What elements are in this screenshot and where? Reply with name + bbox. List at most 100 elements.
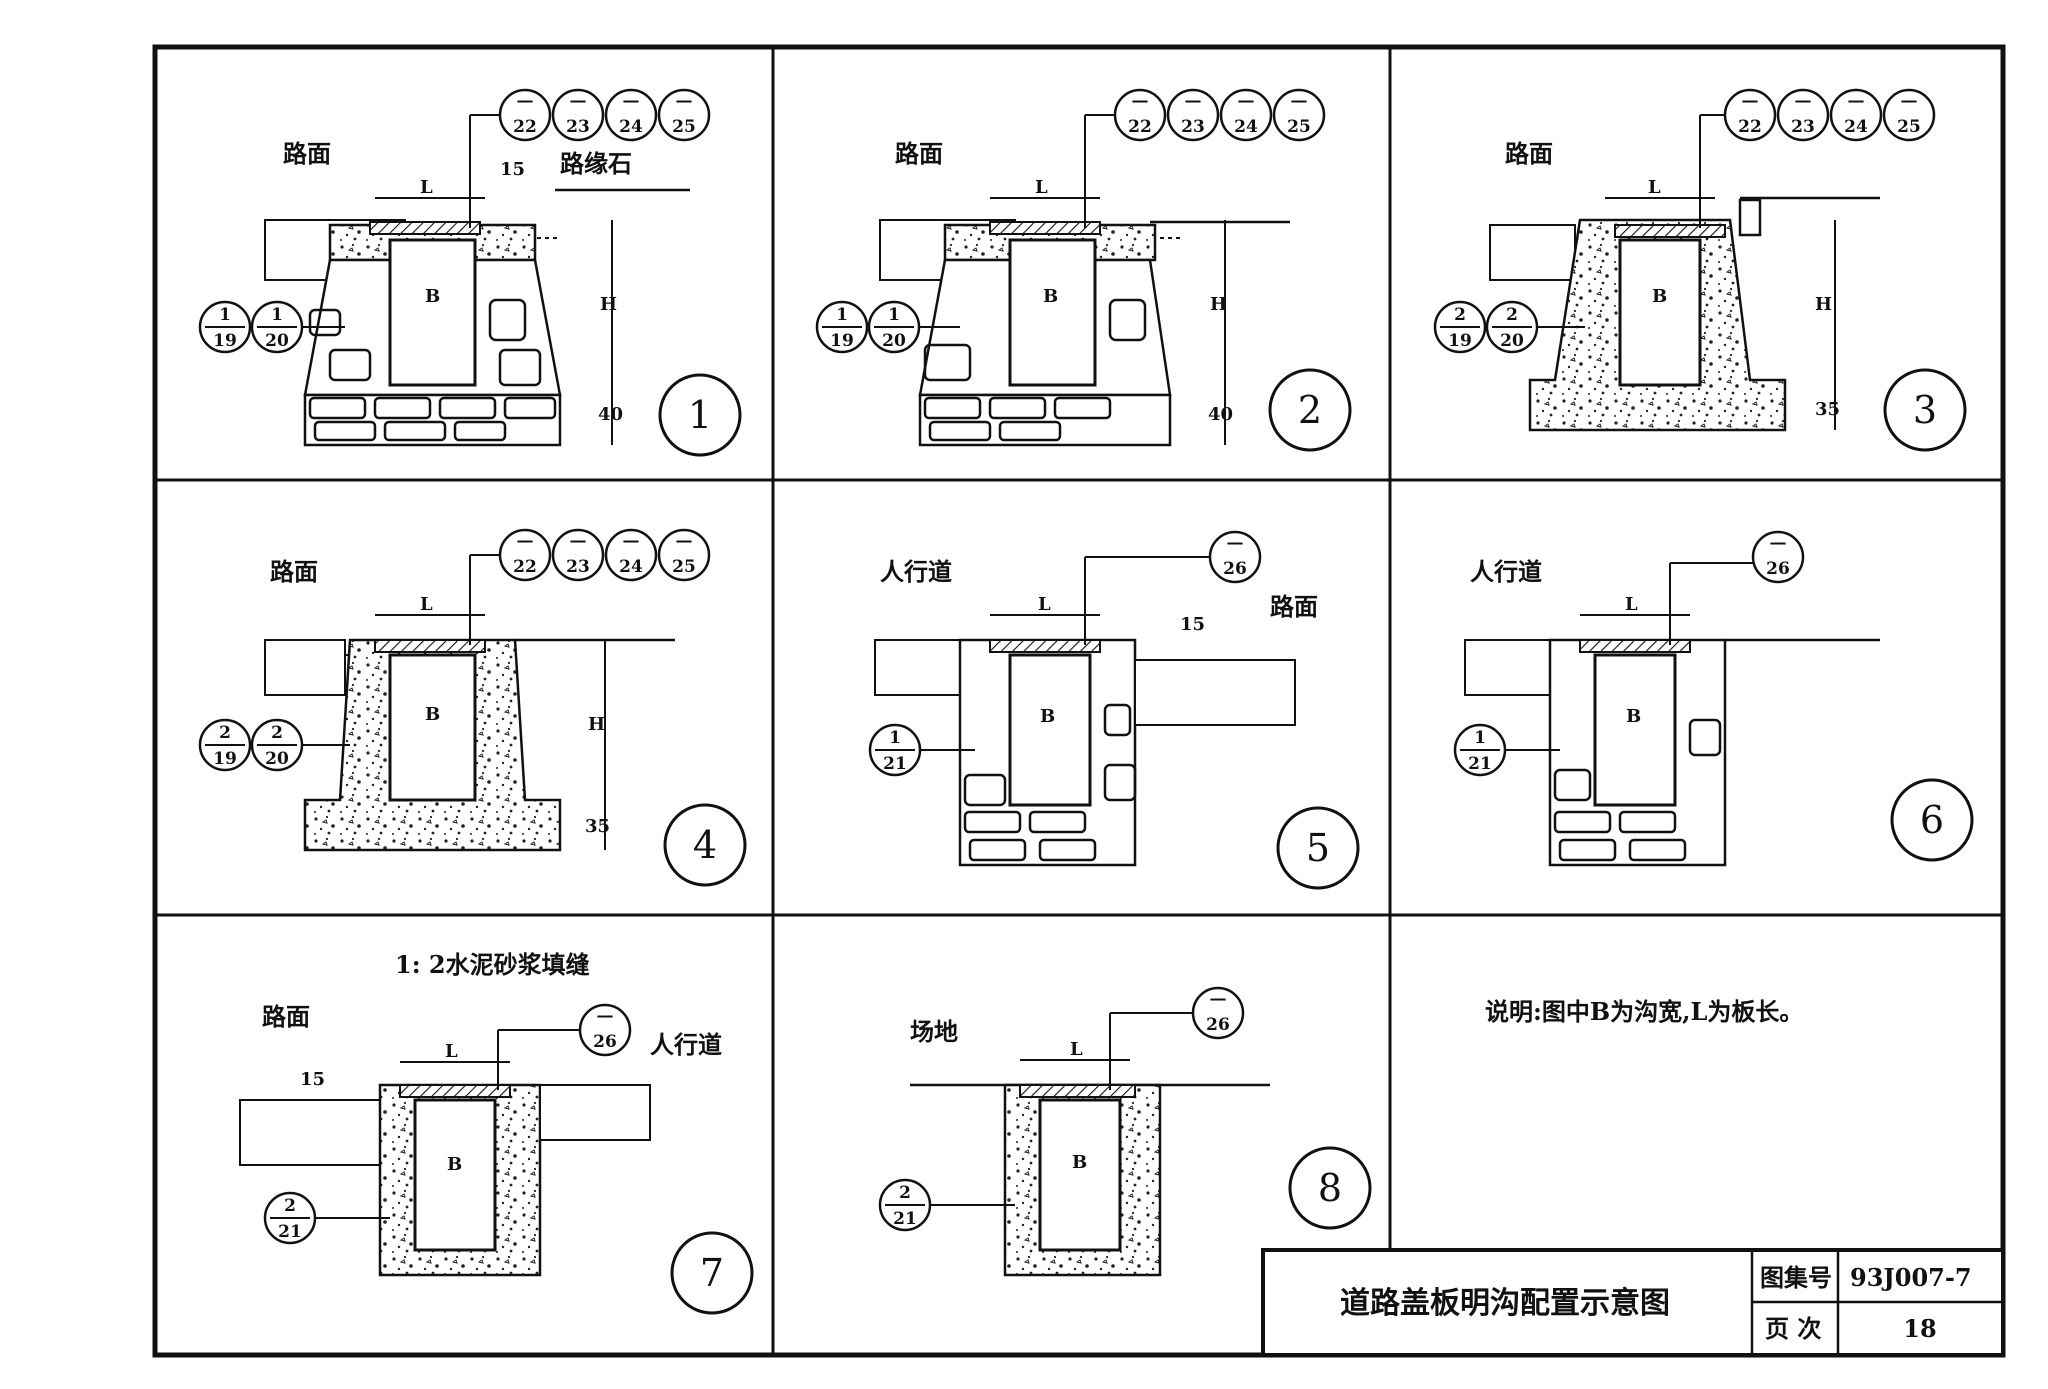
svg-text:—: — xyxy=(1742,91,1759,111)
detail-bubble: 121 xyxy=(1453,723,1507,777)
dim-B: B xyxy=(1072,1152,1087,1173)
sidewalk-label: 人行道 xyxy=(880,557,952,586)
road-surface-label: 路面 xyxy=(262,1002,310,1031)
ref-bubble: — 22 xyxy=(498,528,552,582)
page-number: 18 xyxy=(1903,1314,1936,1343)
detail-bubble: 121 xyxy=(868,723,922,777)
svg-text:—: — xyxy=(1238,91,1255,111)
site-label: 场地 xyxy=(910,1017,958,1046)
panel-number-circle xyxy=(1883,368,1967,452)
svg-text:1: 1 xyxy=(219,305,231,325)
outer-frame xyxy=(152,44,2006,1358)
svg-text:21: 21 xyxy=(883,754,907,774)
ref-bubble: —22 xyxy=(1723,88,1777,142)
svg-text:22: 22 xyxy=(513,117,537,137)
svg-text:23: 23 xyxy=(566,557,590,577)
svg-text:2: 2 xyxy=(899,1183,911,1203)
ref-bubble: —26 xyxy=(1191,986,1245,1040)
detail-bubble: 219 xyxy=(1433,300,1487,354)
panel-number-circle xyxy=(663,803,747,887)
dim-L: L xyxy=(445,1041,458,1062)
ref-bubble: — 25 xyxy=(657,88,711,142)
panel-2: 路面 L B H 40 2 xyxy=(879,139,1352,452)
title-block: 道路盖板明沟配置示意图 图集号 93J007-7 页 次 18 xyxy=(1261,1248,2005,1357)
svg-text:23: 23 xyxy=(1791,117,1815,137)
svg-text:23: 23 xyxy=(566,117,590,137)
ref-bubble: — 24 xyxy=(604,528,658,582)
svg-text:25: 25 xyxy=(1287,117,1311,137)
sidewalk-label: 人行道 xyxy=(1470,557,1542,586)
panel-3: 路面 L B H 35 3 xyxy=(1489,139,1967,452)
svg-text:—: — xyxy=(1132,91,1149,111)
svg-text:20: 20 xyxy=(882,331,906,351)
road-surface-label: 路面 xyxy=(1270,592,1318,621)
svg-text:19: 19 xyxy=(213,749,237,769)
detail-bubble: 119 xyxy=(198,300,252,354)
dim-L: L xyxy=(420,594,433,615)
ref-bubble: — 26 xyxy=(578,1003,632,1057)
svg-text:25: 25 xyxy=(672,117,696,137)
ref-bubble: —26 xyxy=(1751,530,1805,584)
dim-15: 15 xyxy=(300,1069,325,1090)
svg-text:1: 1 xyxy=(836,305,848,325)
svg-text:—: — xyxy=(597,1006,614,1026)
dim-H: H xyxy=(1210,294,1227,315)
atlas-number: 93J007-7 xyxy=(1850,1263,1972,1292)
dim-15: 15 xyxy=(1180,614,1205,635)
detail-bubble: 120 xyxy=(867,300,921,354)
dim-H: H xyxy=(1815,294,1832,315)
svg-text:—: — xyxy=(623,531,640,551)
svg-text:1: 1 xyxy=(1474,728,1486,748)
svg-text:24: 24 xyxy=(619,557,643,577)
svg-text:20: 20 xyxy=(265,331,289,351)
panel-8: 场地 L B 8 xyxy=(910,1017,1372,1277)
svg-text:2: 2 xyxy=(219,723,231,743)
detail-bubble: 120 xyxy=(250,300,304,354)
svg-text:—: — xyxy=(623,91,640,111)
note-text: 说明:图中B为沟宽,L为板长。 xyxy=(1485,997,1803,1026)
panel-number: 8 xyxy=(1318,1166,1342,1210)
drawing-title: 道路盖板明沟配置示意图 xyxy=(1340,1286,1670,1321)
ref-bubble: —25 xyxy=(1272,88,1326,142)
svg-text:22: 22 xyxy=(1128,117,1152,137)
dim-L: L xyxy=(1038,594,1051,615)
svg-text:—: — xyxy=(1185,91,1202,111)
dim-15: 15 xyxy=(500,159,525,180)
panel-number: 2 xyxy=(1298,388,1322,432)
dim-L: L xyxy=(1625,594,1638,615)
panel-number-circle xyxy=(1268,368,1352,452)
svg-text:26: 26 xyxy=(1223,559,1247,579)
panel-5: 人行道 路面 L B 15 5 xyxy=(874,557,1360,890)
svg-text:—: — xyxy=(1770,533,1787,553)
mortar-fill-label: 1: 2水泥砂浆填缝 xyxy=(395,950,590,979)
svg-text:—: — xyxy=(1795,91,1812,111)
detail-bubble: 221 xyxy=(878,1178,932,1232)
ref-bubble: —24 xyxy=(1829,88,1883,142)
svg-text:26: 26 xyxy=(1206,1015,1230,1035)
svg-text:—: — xyxy=(517,531,534,551)
svg-text:22: 22 xyxy=(513,557,537,577)
svg-text:26: 26 xyxy=(593,1032,617,1052)
dim-B: B xyxy=(425,704,440,725)
panel-number: 3 xyxy=(1913,388,1937,432)
ref-bubble: —25 xyxy=(657,528,711,582)
panel-4: 路面 L B H 35 4 xyxy=(264,557,747,887)
svg-text:—: — xyxy=(676,91,693,111)
ref-bubble: — 23 xyxy=(551,88,605,142)
ref-bubble: — 23 xyxy=(1776,88,1830,142)
dim-40: 40 xyxy=(1208,404,1233,425)
dim-B: B xyxy=(1040,706,1055,727)
panel-number-circle xyxy=(670,1231,754,1315)
dim-L: L xyxy=(1035,177,1048,198)
dim-35: 35 xyxy=(1815,399,1840,420)
svg-text:19: 19 xyxy=(830,331,854,351)
panel-number-circle xyxy=(658,373,742,457)
detail-callouts: 119 120 119 120 219 220 219 220 121 121 … xyxy=(198,300,1585,1245)
ref-bubble: —23 xyxy=(551,528,605,582)
road-surface-label: 路面 xyxy=(270,557,318,586)
ref-bubble: —24 xyxy=(1219,88,1273,142)
svg-text:—: — xyxy=(570,91,587,111)
svg-text:—: — xyxy=(1901,91,1918,111)
dim-L: L xyxy=(1648,177,1661,198)
detail-bubble: 219 xyxy=(198,718,252,772)
